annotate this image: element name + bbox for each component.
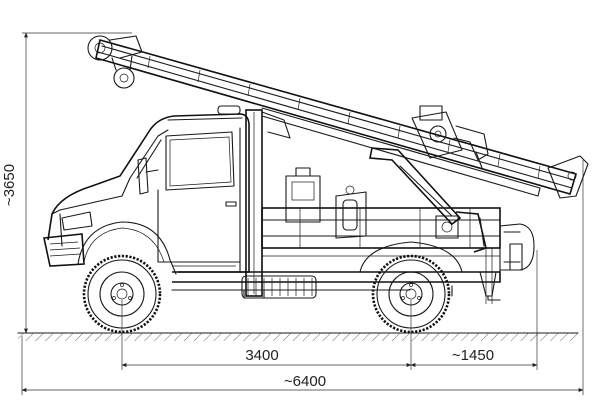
height-dimension-label: ~3650 (1, 164, 18, 206)
rear-wheel (371, 254, 451, 334)
rotary-drill-head (411, 105, 489, 169)
hydraulic-tank (335, 185, 367, 239)
height-dimension (22, 32, 132, 334)
truck-cab (43, 105, 250, 275)
wheelbase-dimension-label: 3400 (245, 347, 278, 364)
drilling-mast (87, 35, 589, 199)
front-wheel (82, 254, 162, 334)
control-panel (435, 215, 459, 239)
cargo-bed (261, 207, 501, 273)
overall-length-dimension-label: ~6400 (284, 373, 326, 390)
ground-line (17, 332, 579, 341)
rear-cylinder (499, 223, 535, 271)
mast-post (243, 109, 265, 299)
engine-unit (285, 167, 321, 223)
mast-lift-cylinder (261, 111, 493, 304)
dimension-extension-lines (21, 160, 584, 395)
rear-overhang-dimension-label: ~1450 (452, 347, 494, 364)
truck-chassis (171, 241, 501, 301)
